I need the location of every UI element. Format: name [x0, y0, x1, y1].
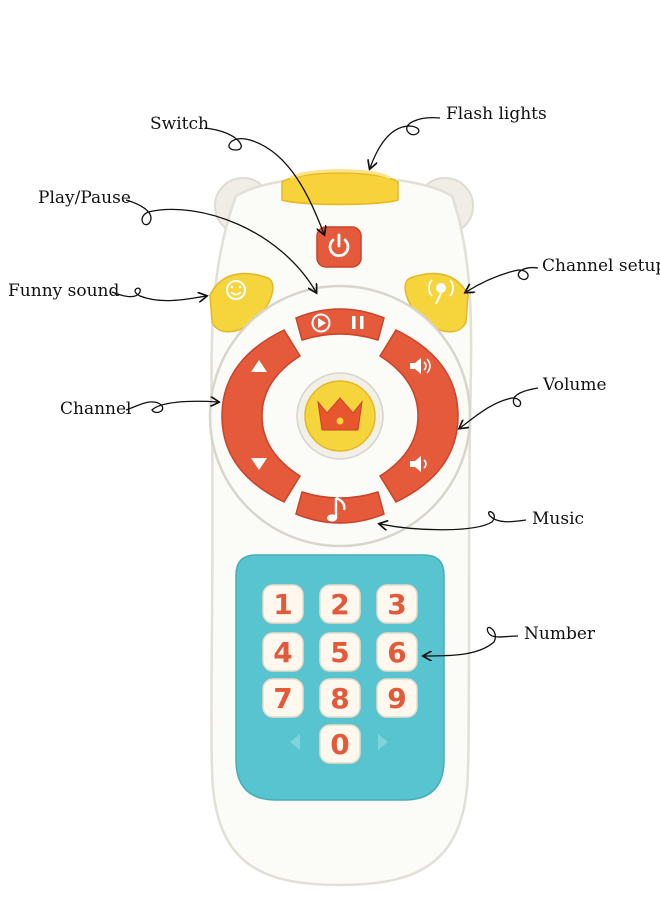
key-8[interactable]: 8 [319, 678, 361, 718]
key-3[interactable]: 3 [376, 584, 418, 624]
radio-icon [428, 279, 454, 305]
key-9[interactable]: 9 [376, 678, 418, 718]
keypad: 1 2 3 4 5 6 7 8 9 0 [235, 554, 445, 801]
funny-sound-leader [111, 287, 206, 300]
music-note-icon [327, 496, 346, 522]
key-digit: 5 [330, 636, 349, 669]
switch-leader [204, 127, 324, 234]
music-leader [380, 511, 527, 530]
key-digit: 8 [330, 682, 349, 715]
channel-label: Channel [60, 399, 132, 419]
key-4[interactable]: 4 [262, 632, 304, 672]
pause-icon [352, 316, 364, 329]
funny-sound-label: Funny sound [8, 281, 120, 301]
key-0[interactable]: 0 [319, 724, 361, 764]
power-icon [328, 233, 350, 258]
play-pause-button[interactable] [295, 308, 385, 341]
crown-icon [317, 397, 363, 431]
up-arrow-icon [251, 360, 267, 372]
speaker-icon [410, 456, 427, 472]
flash-light-bar [281, 169, 399, 206]
number-leader [424, 626, 519, 656]
smiley-icon [226, 280, 246, 300]
speaker-icon [410, 358, 431, 374]
channel-setup-leader [466, 266, 539, 292]
key-5[interactable]: 5 [319, 632, 361, 672]
play-pause-leader [125, 199, 316, 292]
key-1[interactable]: 1 [262, 584, 304, 624]
key-digit: 2 [330, 588, 349, 621]
volume-leader [460, 387, 539, 428]
left-arrow-icon [290, 734, 300, 750]
switch-label: Switch [150, 114, 209, 134]
key-6[interactable]: 6 [376, 632, 418, 672]
down-arrow-icon [251, 458, 267, 470]
volume-button[interactable] [378, 329, 459, 503]
key-digit: 1 [273, 588, 292, 621]
volume-label: Volume [543, 375, 607, 395]
play-pause-label: Play/Pause [38, 188, 131, 208]
channel-button[interactable] [221, 329, 302, 503]
channel-leader [125, 401, 218, 414]
key-digit: 9 [387, 682, 406, 715]
right-arrow-icon [378, 734, 388, 750]
key-digit: 0 [330, 728, 349, 761]
key-2[interactable]: 2 [319, 584, 361, 624]
crown-button[interactable] [296, 372, 384, 460]
number-label: Number [524, 624, 596, 644]
key-digit: 4 [273, 636, 292, 669]
key-7[interactable]: 7 [262, 678, 304, 718]
leader-lines [111, 117, 539, 656]
power-button[interactable] [316, 226, 362, 268]
flash-lights-leader [370, 117, 441, 168]
play-icon [311, 313, 331, 333]
channel-setup-label: Channel setup [542, 256, 660, 276]
music-button[interactable] [295, 491, 385, 524]
key-digit: 6 [387, 636, 406, 669]
music-label: Music [532, 509, 585, 529]
flash-lights-label: Flash lights [446, 104, 547, 124]
key-digit: 7 [273, 682, 292, 715]
key-digit: 3 [387, 588, 406, 621]
